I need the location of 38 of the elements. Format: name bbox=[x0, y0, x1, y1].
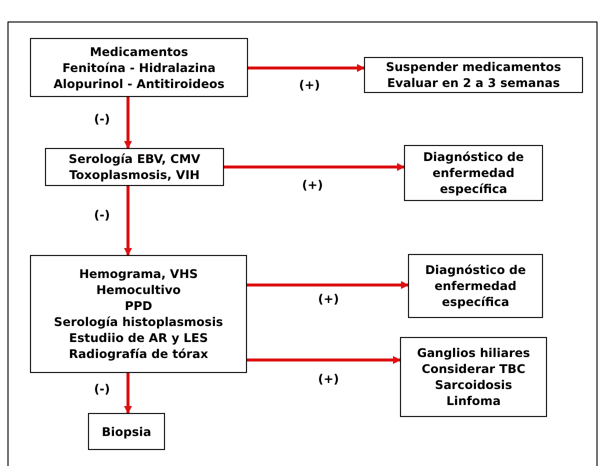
box-text: Hemograma, VHS bbox=[79, 266, 198, 282]
box-text: Considerar TBC bbox=[422, 361, 526, 377]
box-text: Toxoplasmosis, VIH bbox=[69, 167, 200, 183]
arrow bbox=[124, 186, 132, 256]
arrow bbox=[124, 97, 132, 149]
box-text: Sarcoidosis bbox=[434, 377, 512, 393]
box-text: PPD bbox=[124, 298, 152, 314]
process-box bbox=[30, 255, 247, 373]
process-box bbox=[30, 38, 248, 97]
box-text: Linfoma bbox=[446, 393, 501, 409]
process-box bbox=[364, 57, 583, 93]
arrow bbox=[224, 163, 405, 171]
edge-label: (-) bbox=[92, 112, 112, 126]
process-box bbox=[400, 337, 547, 417]
box-text: Estudiio de AR y LES bbox=[69, 330, 208, 346]
arrow bbox=[124, 373, 132, 414]
arrow bbox=[247, 281, 409, 289]
process-box bbox=[88, 413, 165, 450]
box-text: Diagnóstico de enfermedad específica bbox=[422, 149, 525, 197]
process-box bbox=[45, 148, 224, 186]
box-text: Evaluar en 2 a 3 semanas bbox=[387, 75, 560, 91]
box-text: Fenitoína - Hidralazina bbox=[62, 60, 216, 76]
box-text: Serología histoplasmosis bbox=[54, 314, 224, 330]
edge-label: (-) bbox=[92, 382, 112, 396]
box-text: Alopurinol - Antitiroideos bbox=[54, 76, 224, 92]
box-text: Diagnóstico de enfermedad específica bbox=[424, 262, 527, 310]
edge-label: (-) bbox=[92, 208, 112, 222]
box-text: Radiografía de tórax bbox=[68, 346, 208, 362]
process-box bbox=[404, 145, 543, 201]
box-text: Hemocultivo bbox=[96, 282, 181, 298]
box-text: Medicamentos bbox=[90, 44, 188, 60]
box-text: Ganglios hiliares bbox=[416, 345, 530, 361]
process-box bbox=[408, 254, 543, 318]
box-text: Biopsia bbox=[102, 424, 152, 440]
box-text: Serología EBV, CMV bbox=[68, 151, 200, 167]
arrow bbox=[248, 64, 365, 72]
box-text: Suspender medicamentos bbox=[386, 59, 562, 75]
arrow bbox=[247, 356, 401, 364]
